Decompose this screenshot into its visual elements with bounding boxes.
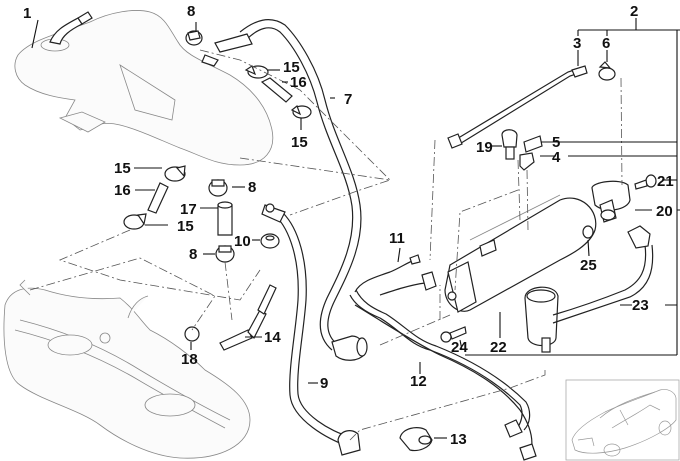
clamp-15-left-upper[interactable] <box>164 165 186 182</box>
callout-2[interactable]: 2 <box>630 3 638 20</box>
fuel-tank-main[interactable] <box>3 279 251 459</box>
vent-line-11[interactable] <box>354 254 437 296</box>
callout-4[interactable]: 4 <box>552 149 561 166</box>
callout-15-top[interactable]: 15 <box>283 59 300 76</box>
hose-16-left[interactable] <box>147 182 169 214</box>
callout-7[interactable]: 7 <box>344 91 352 108</box>
callout-21[interactable]: 21 <box>657 173 674 190</box>
vent-line-3[interactable] <box>447 65 588 149</box>
callout-13[interactable]: 13 <box>450 431 467 448</box>
callout-15-left-lower[interactable]: 15 <box>177 218 194 235</box>
clamp-8-lower[interactable] <box>215 245 235 263</box>
holder-4[interactable] <box>519 152 535 171</box>
clamp-8-top[interactable] <box>185 30 203 46</box>
callout-3[interactable]: 3 <box>573 35 581 52</box>
callout-8-top[interactable]: 8 <box>187 3 195 20</box>
callout-19[interactable]: 19 <box>476 139 493 156</box>
vent-hose-9[interactable] <box>261 203 361 456</box>
callout-15-left-upper[interactable]: 15 <box>114 160 131 177</box>
hose-14[interactable] <box>219 284 277 351</box>
hose-17[interactable] <box>217 201 233 236</box>
connector-13[interactable] <box>399 427 433 452</box>
clamp-15-top[interactable] <box>244 65 269 79</box>
fuel-line-12[interactable] <box>349 289 537 461</box>
callout-12[interactable]: 12 <box>410 373 427 390</box>
vent-hose-23[interactable] <box>524 225 654 353</box>
clamp-6[interactable] <box>598 61 616 81</box>
callout-18[interactable]: 18 <box>181 351 198 368</box>
callout-22[interactable]: 22 <box>490 339 507 356</box>
clamp-8-middle[interactable] <box>208 179 228 197</box>
filter-21[interactable] <box>634 174 657 190</box>
callout-16-left[interactable]: 16 <box>114 182 131 199</box>
vent-hose-7[interactable] <box>214 19 368 361</box>
grommet-10[interactable] <box>260 233 280 249</box>
callout-20[interactable]: 20 <box>656 203 673 220</box>
sleeve-5[interactable] <box>523 135 543 153</box>
callout-16-top[interactable]: 16 <box>290 74 307 91</box>
callout-10[interactable]: 10 <box>234 233 251 250</box>
assembly-guide-lines <box>29 49 623 441</box>
callout-14[interactable]: 14 <box>264 329 281 346</box>
callout-8-middle[interactable]: 8 <box>248 179 256 196</box>
clamp-18[interactable] <box>184 326 200 342</box>
clamp-15-left-lower[interactable] <box>123 213 147 230</box>
callout-17[interactable]: 17 <box>180 201 197 218</box>
callout-23[interactable]: 23 <box>632 297 649 314</box>
callout-9[interactable]: 9 <box>320 375 328 392</box>
callout-labels: 1 2 3 4 5 6 7 8 8 8 9 10 11 12 13 14 15 … <box>23 3 674 448</box>
vehicle-location-thumbnail <box>565 379 680 461</box>
screw-24[interactable] <box>440 326 467 343</box>
callout-1[interactable]: 1 <box>23 5 31 22</box>
callout-25[interactable]: 25 <box>580 257 597 274</box>
callout-8-lower[interactable]: 8 <box>189 246 197 263</box>
callout-24[interactable]: 24 <box>451 339 468 356</box>
hose-16-top[interactable] <box>260 77 293 103</box>
callout-5[interactable]: 5 <box>552 134 560 151</box>
callout-6[interactable]: 6 <box>602 35 610 52</box>
callout-11[interactable]: 11 <box>389 230 405 247</box>
callout-15-right[interactable]: 15 <box>291 134 308 151</box>
fuel-tank-upper-section[interactable] <box>14 10 274 166</box>
seal-25[interactable] <box>582 225 594 239</box>
canister-22[interactable] <box>444 194 597 313</box>
clamp-15-right[interactable] <box>290 105 312 119</box>
leader-lines <box>31 18 680 439</box>
bolt-19[interactable] <box>501 129 518 160</box>
